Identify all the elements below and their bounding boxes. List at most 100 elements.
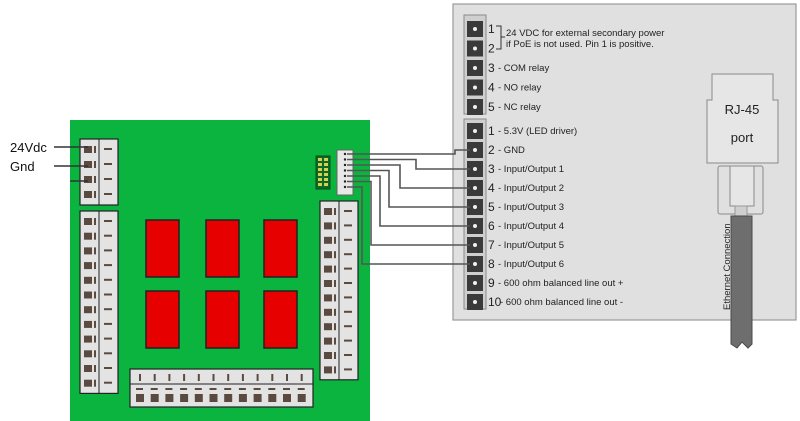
relay-board [70,120,370,421]
wire-to-pin-8 [347,186,470,265]
bracket-note-line2: if PoE is not used. Pin 1 is positive. [506,39,654,50]
bottom-connector-pin-number-5: 5 [488,200,495,214]
right-terminal-block-slot [334,251,336,259]
io-connector-pin [343,169,347,172]
bottom-terminal-screw [268,394,277,402]
bottom-connector-pin-hole-8 [473,262,477,266]
bottom-connector-pin-desc-5: - Input/Output 3 [498,202,564,213]
right-terminal-block-slot [334,208,336,215]
top-connector-pin-desc-3: - COM relay [498,63,549,74]
right-terminal-block-contact [344,310,352,313]
bottom-terminal-block [129,368,314,408]
bottom-connector-pin-number-9: 9 [488,276,495,290]
right-terminal-block-contact [344,238,352,241]
relay-2 [205,219,240,278]
jumper-pin [318,158,322,161]
wire-to-pin-4 [347,164,470,189]
bottom-connector-pin-desc-1: - 5.3V (LED driver) [498,126,577,137]
right-terminal-block-contact [344,253,352,256]
bottom-connector-pin-number-7: 7 [488,238,495,252]
left-terminal-block-slot [94,218,96,225]
right-terminal-block-slot [334,294,336,302]
left-terminal-block-slot [94,247,96,255]
bottom-terminal-contact [268,388,276,390]
bottom-terminal-contact [297,388,305,390]
left-terminal-block-slot [94,350,96,358]
relay-1 [145,219,180,278]
bottom-connector-pin-number-2: 2 [488,143,495,157]
right-terminal-block-contact [344,325,352,328]
bottom-connector-pin-number-10: 10 [488,295,502,309]
jumper-pin [318,168,322,171]
right-terminal-block-slot [334,265,336,273]
right-terminal-block-screw [324,352,332,359]
bottom-connector-pin-number-4: 4 [488,181,495,195]
left-terminal-block-contact [104,234,112,237]
left-terminal-block-contact [104,337,112,340]
jumper-pin [324,168,328,171]
right-terminal-block-slot [334,236,336,244]
bottom-terminal-contact [194,388,202,390]
io-connector-pin [343,158,347,161]
relay-5 [205,290,240,349]
top-connector-pin-number-5: 5 [488,100,495,114]
top-connector-pin-number-4: 4 [488,81,495,95]
left-terminal-block-screw [84,247,92,255]
bottom-terminal-slot [300,374,303,381]
bottom-connector-pin-hole-3 [473,167,477,171]
right-terminal-block-slot [334,323,336,331]
bottom-terminal-contact [224,388,232,390]
bottom-terminal-screw [194,394,203,402]
bottom-connector-pin-number-8: 8 [488,257,495,271]
bottom-terminal-contact [180,388,188,390]
right-terminal-block-screw [324,337,332,345]
bottom-connector-pin-desc-9: - 600 ohm balanced line out + [498,278,624,289]
jumper-pin [318,173,322,176]
bottom-terminal-slot [212,374,215,381]
power-terminal-block-contact [104,148,112,150]
power-terminal-block-screw [84,191,92,198]
right-terminal-block-slot [334,308,336,316]
top-connector-pin-hole-1 [473,27,477,31]
left-terminal-block-screw [84,262,92,270]
jumper-pin [324,173,328,176]
bottom-terminal-slot [183,374,186,381]
left-terminal-block-screw [84,320,92,328]
power-terminal-block-screw [84,176,92,183]
bottom-terminal-screw [297,394,306,402]
left-terminal-block-screw [84,232,92,240]
bottom-connector-pin-desc-3: - Input/Output 1 [498,164,564,175]
bottom-terminal-slot [241,374,244,381]
right-terminal-block-contact [344,339,352,342]
top-connector-pin-hole-3 [473,66,477,70]
rj45-plug-latch [729,165,755,207]
left-terminal-block-screw [84,335,92,343]
bottom-connector-pin-desc-2: - GND [498,145,525,156]
right-terminal-block-slot [334,337,336,345]
relay-3 [263,219,298,278]
left-terminal-block-contact [104,322,112,325]
right-terminal-block-screw [324,236,332,244]
io-connector-pin [343,163,347,167]
left-terminal-block-slot [94,379,96,387]
power-label-gnd: Gnd [10,159,35,174]
bottom-terminal-slot [271,374,274,381]
rj45-port [706,73,779,164]
left-terminal-block-contact [104,381,112,384]
power-wires [54,146,88,182]
io-connector-pin [343,180,347,183]
pin-1-2-bracket [496,25,505,50]
bottom-terminal-slot [227,374,230,381]
jumper-pin [324,158,328,161]
io-connector-pin [343,185,347,189]
right-terminal-block-contact [344,267,352,270]
bottom-connector-pin-hole-10 [473,300,477,304]
right-terminal-block-screw [324,294,332,302]
jumper-pin [324,163,328,166]
bottom-terminal-screw [253,394,262,402]
power-terminal-block-contact [104,178,112,180]
left-terminal-block-screw [84,276,92,284]
right-terminal-block-contact [344,282,352,284]
bottom-terminal-screw [283,394,291,402]
